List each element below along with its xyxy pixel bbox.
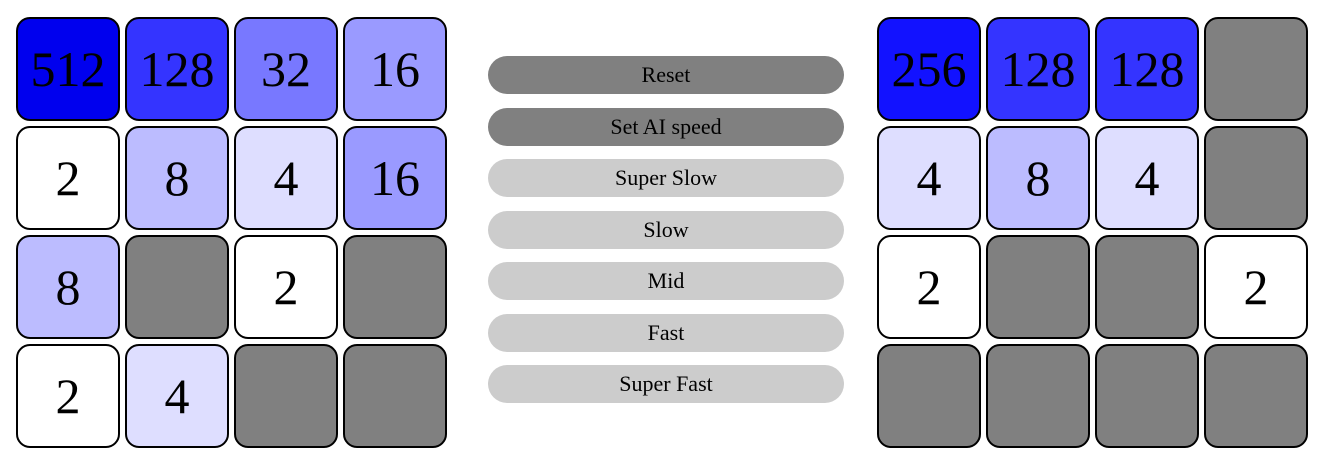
- tile-4: 4: [125, 344, 229, 448]
- set-ai-speed-button[interactable]: Set AI speed: [488, 107, 844, 146]
- tile-empty: [877, 344, 981, 448]
- tile-empty: [343, 344, 447, 448]
- tile-empty: [1204, 126, 1308, 230]
- tile-4: 4: [234, 126, 338, 230]
- tile-empty: [1204, 17, 1308, 121]
- speed-super-fast-button[interactable]: Super Fast: [488, 365, 844, 403]
- tile-256: 256: [877, 17, 981, 121]
- tile-128: 128: [986, 17, 1090, 121]
- tile-empty: [1095, 344, 1199, 448]
- tile-32: 32: [234, 17, 338, 121]
- tile-8: 8: [125, 126, 229, 230]
- tile-2: 2: [234, 235, 338, 339]
- tile-128: 128: [1095, 17, 1199, 121]
- tile-16: 16: [343, 126, 447, 230]
- tile-empty: [234, 344, 338, 448]
- tile-8: 8: [16, 235, 120, 339]
- tile-2: 2: [877, 235, 981, 339]
- tile-4: 4: [877, 126, 981, 230]
- tile-128: 128: [125, 17, 229, 121]
- speed-slow-button[interactable]: Slow: [488, 210, 844, 249]
- reset-button[interactable]: Reset: [488, 56, 844, 94]
- tile-2: 2: [16, 126, 120, 230]
- tile-empty: [125, 235, 229, 339]
- speed-super-slow-button[interactable]: Super Slow: [488, 159, 844, 197]
- tile-empty: [343, 235, 447, 339]
- tile-empty: [986, 344, 1090, 448]
- tile-empty: [1204, 344, 1308, 448]
- tile-empty: [986, 235, 1090, 339]
- speed-mid-button[interactable]: Mid: [488, 262, 844, 300]
- tile-2: 2: [16, 344, 120, 448]
- tile-8: 8: [986, 126, 1090, 230]
- tile-16: 16: [343, 17, 447, 121]
- tile-512: 512: [16, 17, 120, 121]
- tile-4: 4: [1095, 126, 1199, 230]
- tile-2: 2: [1204, 235, 1308, 339]
- speed-fast-button[interactable]: Fast: [488, 313, 844, 352]
- tile-empty: [1095, 235, 1199, 339]
